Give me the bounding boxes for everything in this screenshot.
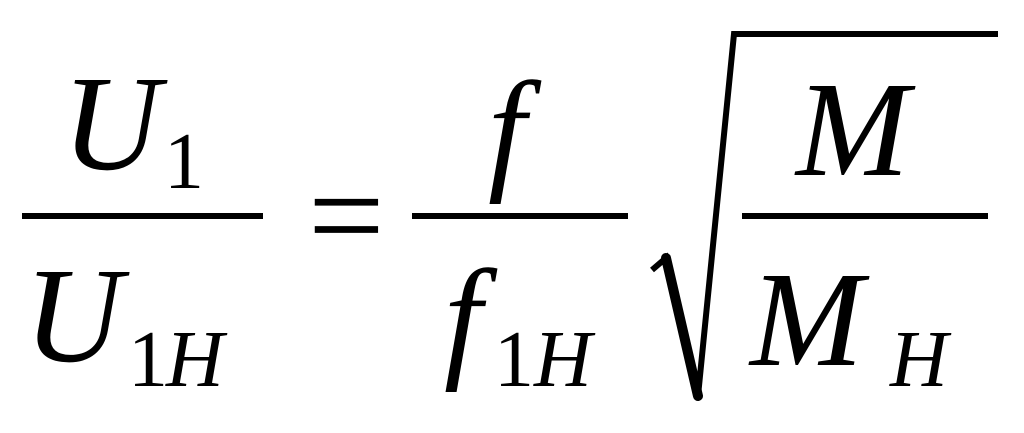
rhs-numerator-symbol: f bbox=[488, 55, 526, 205]
lhs-fraction-bar bbox=[22, 213, 263, 219]
sqrt-numerator-symbol: M bbox=[796, 55, 910, 205]
rhs-fraction-bar bbox=[412, 213, 628, 219]
lhs-numerator-symbol: U bbox=[62, 49, 161, 199]
rhs-denominator-subscript-digit: 1 bbox=[494, 316, 534, 404]
rhs-denominator-subscript-letter: H bbox=[534, 316, 592, 404]
rhs-denominator-symbol: f bbox=[444, 243, 482, 393]
sqrt-denominator-subscript: H bbox=[890, 316, 948, 404]
lhs-denominator-symbol: U bbox=[24, 241, 123, 391]
lhs-denominator-subscript-digit: 1 bbox=[128, 316, 168, 404]
sqrt-fraction-bar bbox=[742, 213, 988, 219]
equals-sign: = bbox=[308, 141, 385, 291]
sqrt-denominator-symbol: M bbox=[750, 245, 864, 395]
lhs-numerator-subscript: 1 bbox=[164, 118, 204, 206]
lhs-denominator-subscript-letter: H bbox=[166, 316, 224, 404]
